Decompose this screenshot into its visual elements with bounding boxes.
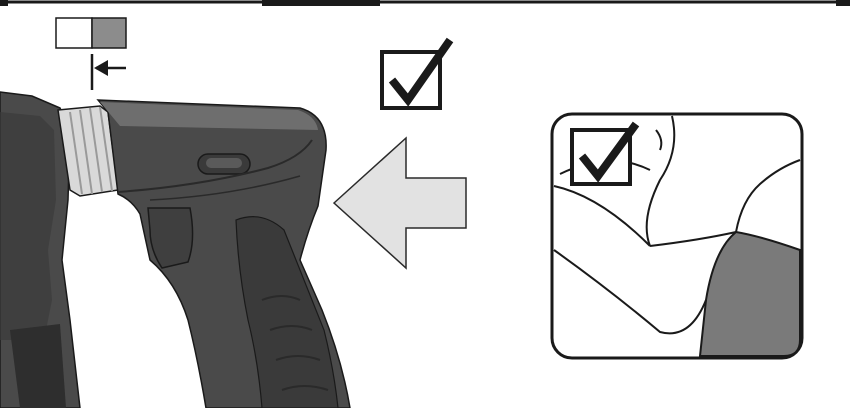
direction-arrow-icon <box>334 138 466 268</box>
main-checked-box-icon <box>382 40 450 108</box>
top-frame <box>0 0 850 6</box>
swatch-gray <box>92 18 126 48</box>
inset-checked-box-icon <box>572 124 636 184</box>
inset-detail <box>552 114 802 358</box>
power-tool <box>0 92 350 408</box>
swatch-pointer-arrow-icon <box>92 54 126 90</box>
color-swatch <box>56 18 126 48</box>
swatch-white <box>56 18 92 48</box>
tool-switch <box>198 154 250 174</box>
